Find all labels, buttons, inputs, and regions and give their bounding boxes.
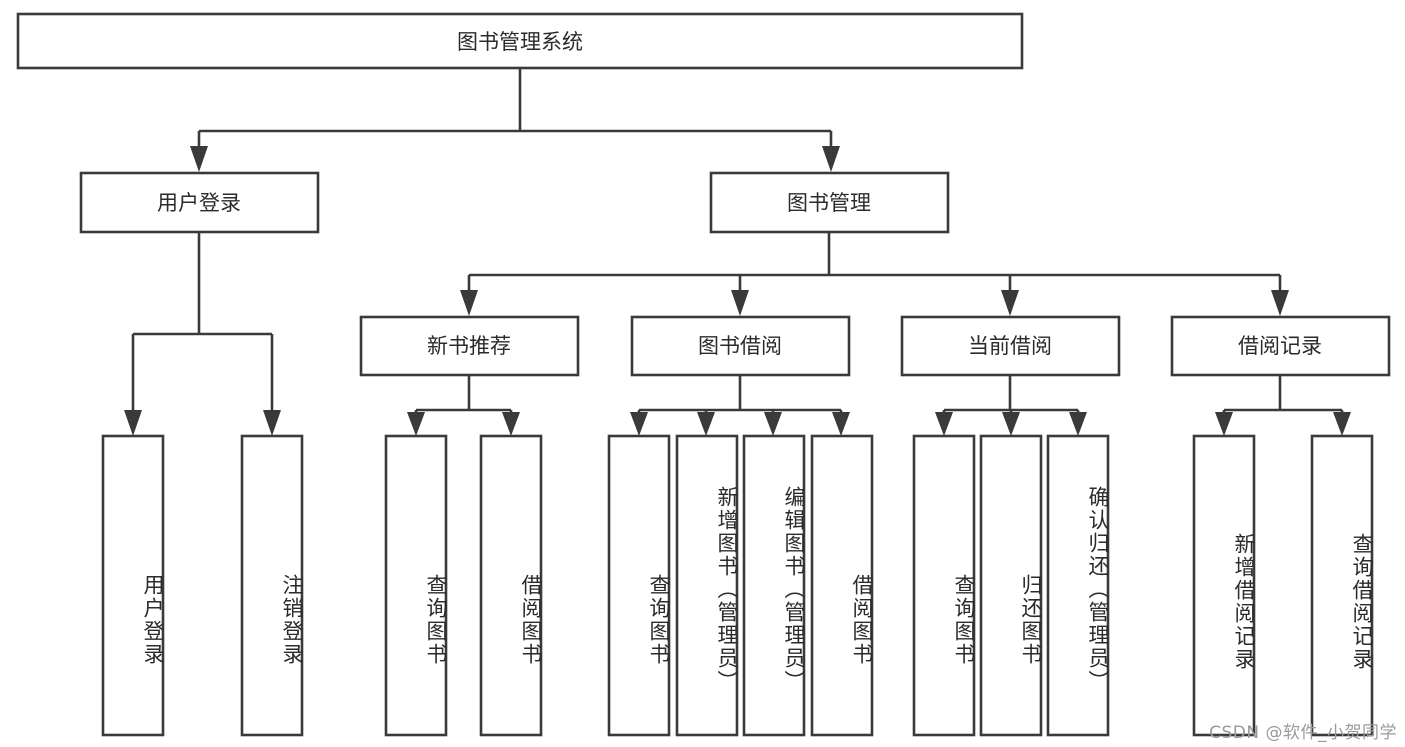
arrow-to-leaf-confirm-return [1069, 412, 1087, 436]
node-current-borrow[interactable]: 当前借阅 [900, 315, 1121, 377]
arrow-to-new-book-rec [460, 290, 478, 316]
arrow-to-leaf-borrow-book-2 [832, 412, 850, 436]
current-borrow-label: 当前借阅 [968, 334, 1052, 358]
node-user-login[interactable]: 用户登录 [79, 171, 320, 234]
leaf-box-add-book[interactable] [675, 434, 739, 737]
root-box [16, 12, 1024, 70]
leaf-box-query-book-1[interactable] [384, 434, 448, 737]
leaf-box-return-book[interactable] [979, 434, 1043, 737]
arrow-to-book-manage [822, 146, 840, 172]
book-borrow-label: 图书借阅 [698, 334, 782, 358]
leaf-box-query-record[interactable] [1310, 434, 1374, 737]
leaf-box-edit-book[interactable] [742, 434, 806, 737]
new-book-rec-label: 新书推荐 [427, 334, 511, 358]
arrow-to-borrow-record [1271, 290, 1289, 316]
user-login-box [79, 171, 320, 234]
arrow-to-leaf-edit-book [764, 412, 782, 436]
node-new-book-rec[interactable]: 新书推荐 [359, 315, 580, 377]
arrow-to-leaf-query-record [1333, 412, 1351, 436]
leaf-box-user-login[interactable] [101, 434, 165, 737]
leaf-box-query-book-3[interactable] [912, 434, 976, 737]
arrow-to-leaf-query-book-1 [407, 412, 425, 436]
arrow-to-user-login [190, 146, 208, 172]
connector-root-to-level2 [190, 68, 840, 172]
arrow-to-leaf-logout [263, 410, 281, 436]
arrow-to-leaf-user-login [124, 410, 142, 436]
root-label: 图书管理系统 [457, 30, 583, 54]
current-borrow-box [900, 315, 1121, 377]
new-book-rec-box [359, 315, 580, 377]
leaf-box-confirm-return[interactable] [1046, 434, 1110, 737]
connector-user-login-to-leaves [124, 232, 281, 436]
connector-new-book-rec-to-leaves [407, 375, 520, 436]
arrow-to-leaf-return-book [1002, 412, 1020, 436]
arrow-to-leaf-borrow-book-1 [502, 412, 520, 436]
node-book-borrow[interactable]: 图书借阅 [630, 315, 851, 377]
leaf-box-query-book-2[interactable] [607, 434, 671, 737]
arrow-to-book-borrow [731, 290, 749, 316]
node-borrow-record[interactable]: 借阅记录 [1170, 315, 1391, 377]
user-login-label: 用户登录 [157, 191, 241, 215]
connector-book-borrow-to-leaves [630, 375, 850, 436]
leaf-box-borrow-book-2[interactable] [810, 434, 874, 737]
connector-borrow-record-to-leaves [1215, 375, 1351, 436]
csdn-watermark: CSDN @软件_小贺同学 [1209, 723, 1397, 743]
borrow-record-label: 借阅记录 [1238, 334, 1322, 358]
book-manage-label: 图书管理 [787, 191, 871, 215]
node-root[interactable]: 图书管理系统 [16, 12, 1024, 70]
arrow-to-leaf-add-book [697, 412, 715, 436]
connector-book-manage-to-level3 [460, 232, 1289, 316]
arrow-to-leaf-add-record [1215, 412, 1233, 436]
leaf-box-logout[interactable] [240, 434, 304, 737]
leaf-box-add-record[interactable] [1192, 434, 1256, 737]
node-book-manage[interactable]: 图书管理 [709, 171, 950, 234]
leaf-box-borrow-book-1[interactable] [479, 434, 543, 737]
arrow-to-leaf-query-book-2 [630, 412, 648, 436]
connector-current-borrow-to-leaves [935, 375, 1087, 436]
arrow-to-current-borrow [1001, 290, 1019, 316]
arrow-to-leaf-query-book-3 [935, 412, 953, 436]
